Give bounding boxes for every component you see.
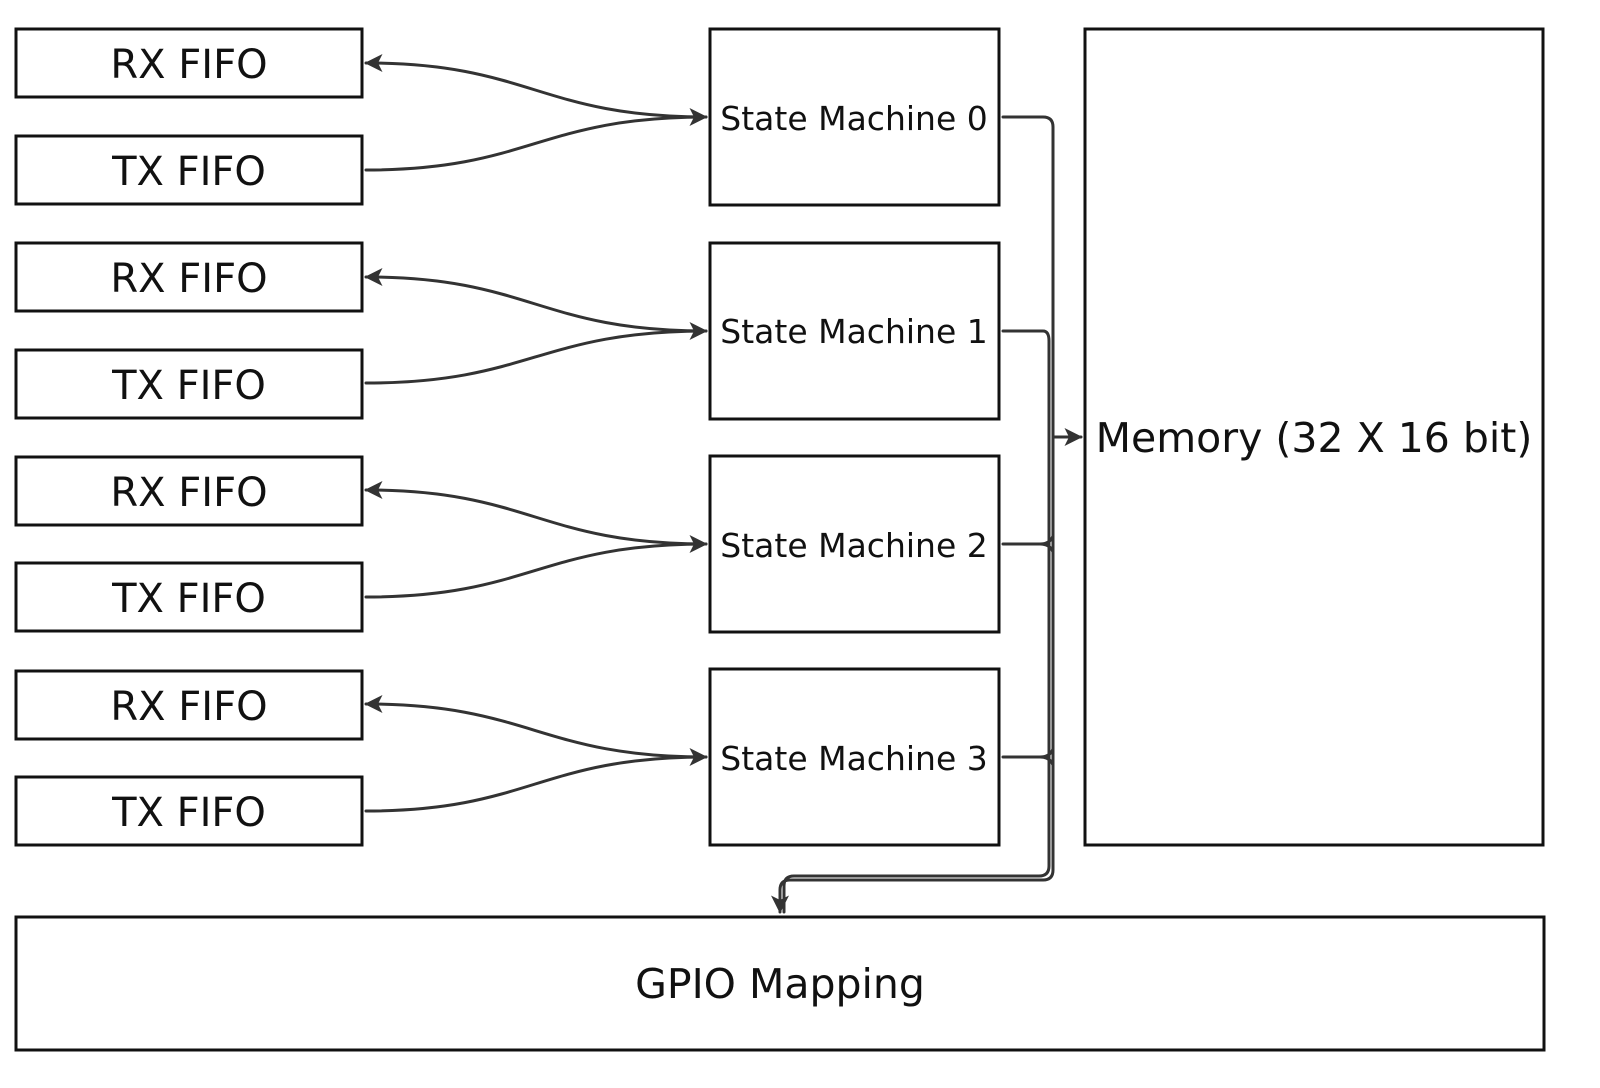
fifo-group-1: RX FIFO TX FIFO State Machine 1 xyxy=(14,241,1001,421)
state-machine-label-1: State Machine 1 xyxy=(720,312,987,351)
tx-fifo-box-1 xyxy=(14,348,364,420)
rx-fifo-label-1: RX FIFO xyxy=(110,256,267,302)
sm2-bus-wire xyxy=(1001,534,1055,546)
rx-link-0 xyxy=(364,54,708,126)
memory-box xyxy=(1083,27,1545,847)
gpio-label: GPIO Mapping xyxy=(635,960,925,1008)
sm1-bus-wire xyxy=(782,329,1051,914)
tx-fifo-label-0: TX FIFO xyxy=(111,149,266,195)
rx-link-2 xyxy=(364,481,708,553)
rx-fifo-label-2: RX FIFO xyxy=(110,470,267,516)
state-machine-box-0 xyxy=(708,27,1001,207)
rx-fifo-box-2 xyxy=(14,455,364,527)
state-machine-box-3 xyxy=(708,667,1001,847)
rx-fifo-label-0: RX FIFO xyxy=(110,42,267,88)
state-machine-label-2: State Machine 2 xyxy=(720,526,987,565)
gpio-box xyxy=(14,915,1546,1052)
state-machine-label-0: State Machine 0 xyxy=(720,99,987,138)
tx-fifo-label-2: TX FIFO xyxy=(111,576,266,622)
rx-link-1 xyxy=(364,268,708,340)
state-machine-box-2 xyxy=(708,454,1001,634)
rx-fifo-box-3 xyxy=(14,669,364,741)
tx-link-0 xyxy=(364,115,708,172)
memory-label: Memory (32 X 16 bit) xyxy=(1096,414,1533,462)
sm3-bus-wire xyxy=(1001,747,1055,759)
state-machine-label-3: State Machine 3 xyxy=(720,739,987,778)
tx-link-3 xyxy=(364,755,708,813)
sm0-bus-wire xyxy=(771,115,1055,914)
tx-fifo-box-2 xyxy=(14,561,364,633)
rx-fifo-box-1 xyxy=(14,241,364,313)
state-machine-bus xyxy=(771,115,1083,914)
fifo-group-0: RX FIFO TX FIFO State Machine 0 xyxy=(14,27,1001,207)
rx-fifo-label-3: RX FIFO xyxy=(110,684,267,730)
state-machine-box-1 xyxy=(708,241,1001,421)
tx-link-1 xyxy=(364,329,708,385)
tx-link-2 xyxy=(364,542,708,599)
fifo-group-2: RX FIFO TX FIFO State Machine 2 xyxy=(14,454,1001,634)
rx-link-3 xyxy=(364,695,708,766)
tx-fifo-label-1: TX FIFO xyxy=(111,363,266,409)
sm2-bus-join xyxy=(1038,542,1055,554)
sm3-bus-join xyxy=(1038,755,1055,767)
fifo-group-3: RX FIFO TX FIFO State Machine 3 xyxy=(14,667,1001,847)
tx-fifo-box-3 xyxy=(14,775,364,847)
rx-fifo-box-0 xyxy=(14,27,364,99)
tx-fifo-label-3: TX FIFO xyxy=(111,790,266,836)
tx-fifo-box-0 xyxy=(14,134,364,206)
